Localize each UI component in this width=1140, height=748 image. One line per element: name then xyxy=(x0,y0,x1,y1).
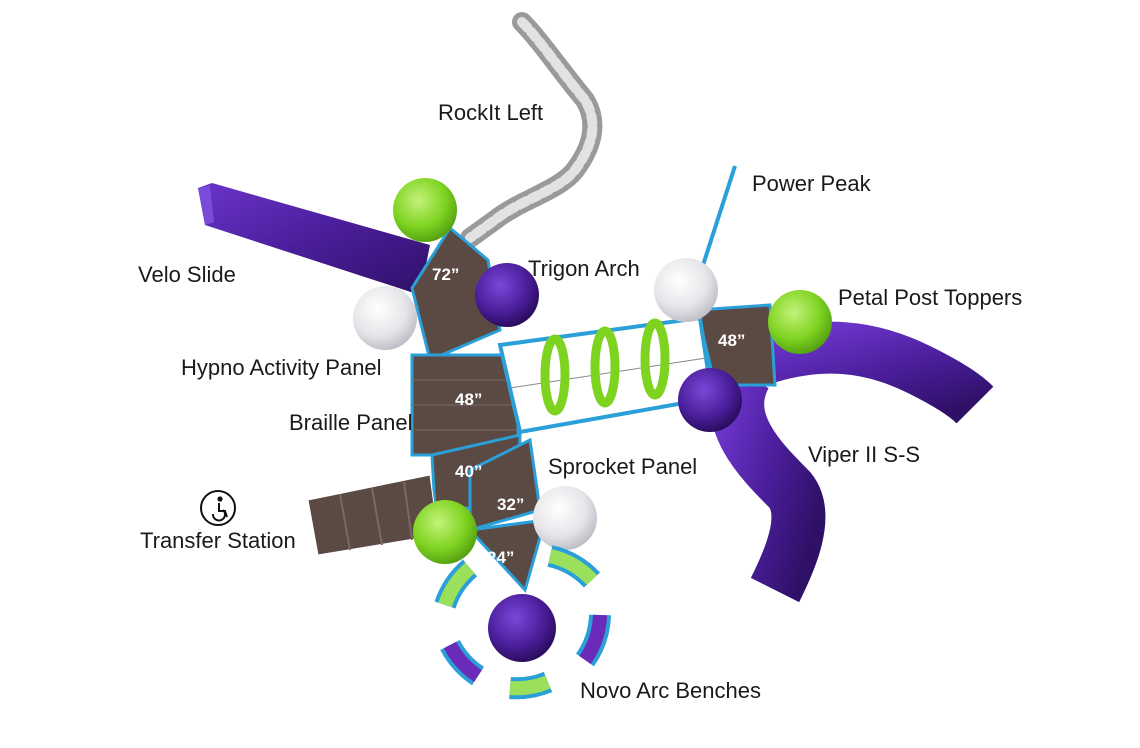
deck-structure xyxy=(307,225,777,593)
novo-arc-benches xyxy=(434,545,611,700)
label-power-peak: Power Peak xyxy=(752,171,871,196)
deck-height-48-right: 48” xyxy=(718,331,745,350)
label-sprocket-panel: Sprocket Panel xyxy=(548,454,698,479)
petal-post-toppers xyxy=(353,178,832,662)
deck-height-32: 32” xyxy=(497,495,524,514)
label-hypno-activity-panel: Hypno Activity Panel xyxy=(181,355,382,380)
label-braille-panel: Braille Panel xyxy=(289,410,413,435)
label-rockit-left: RockIt Left xyxy=(438,100,544,125)
accessibility-icon xyxy=(200,490,236,526)
label-transfer-station: Transfer Station xyxy=(140,528,296,553)
label-petal-post-toppers: Petal Post Toppers xyxy=(838,285,1023,310)
deck-height-72: 72” xyxy=(432,265,459,284)
label-novo-arc-benches: Novo Arc Benches xyxy=(580,678,761,703)
label-viper-ii-ss: Viper II S-S xyxy=(808,442,921,467)
deck-height-40: 40” xyxy=(455,462,482,481)
deck-height-24: 24” xyxy=(487,548,514,567)
label-trigon-arch: Trigon Arch xyxy=(528,256,640,281)
rockit-left-climber xyxy=(460,12,603,248)
trigon-arch-bridge xyxy=(497,315,715,435)
velo-slide xyxy=(198,183,430,295)
label-velo-slide: Velo Slide xyxy=(138,262,236,287)
deck-height-48-main: 48” xyxy=(455,390,482,409)
